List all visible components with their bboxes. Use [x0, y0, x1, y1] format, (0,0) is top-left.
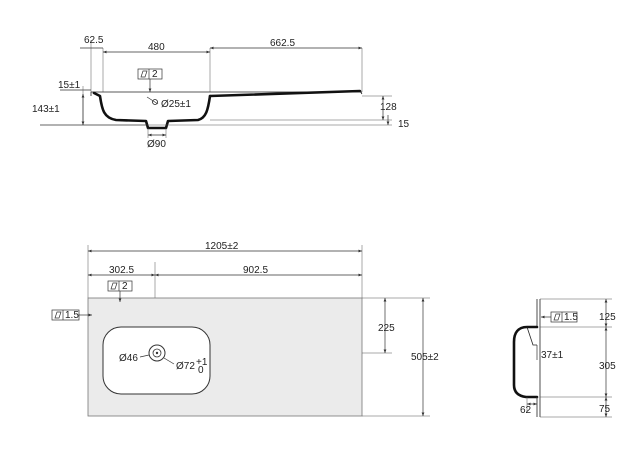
dim-bowl-offset: 302.5	[109, 265, 134, 276]
dim-bowl-width: 480	[148, 42, 165, 53]
svg-text:2: 2	[122, 281, 128, 292]
flatness-icon	[140, 70, 148, 78]
drain-leader	[146, 96, 159, 105]
side-bowl-inner	[526, 326, 537, 346]
plan-view: 1205±2 302.5 902.5 Ø46 Ø72 +1 0 2	[51, 241, 439, 417]
flatness-icon	[54, 311, 62, 319]
leader-72	[163, 357, 175, 365]
dim-side-middle: 305	[599, 361, 616, 372]
dim-drainboard: 662.5	[270, 38, 295, 49]
svg-text:1.5: 1.5	[65, 310, 79, 321]
flatness-icon	[110, 282, 118, 290]
dim-bowl-depth: 37±1	[541, 350, 564, 361]
dim-base-offset: 62	[520, 405, 532, 416]
dim-total-width: 1205±2	[205, 241, 239, 252]
dim-waste: Ø90	[147, 139, 166, 150]
flatness-tolerance-plan-left: 1.5	[51, 309, 92, 321]
side-bowl-profile	[512, 325, 539, 399]
leader-46	[139, 354, 150, 358]
dim-slab-thickness: 15	[398, 119, 410, 130]
waste-center-icon	[155, 351, 159, 355]
dim-side-top: 125	[599, 312, 616, 323]
dim-left-overhang: 62.5	[84, 35, 104, 46]
flatness-icon	[553, 313, 561, 321]
tol-upper: +1	[196, 357, 208, 368]
dim-side-bottom: 75	[599, 404, 611, 415]
dim-waste-inner: Ø46	[119, 353, 138, 364]
side-section-view: 125 305 75 37±1 1.5 62	[512, 298, 616, 418]
top-section-view: 62.5 480 662.5 15±1 143±1 2	[32, 35, 410, 150]
flatness-tolerance-side: 1.5	[541, 311, 578, 323]
svg-text:2: 2	[152, 69, 158, 80]
dim-right-height: 128	[380, 102, 397, 113]
svg-text:1.5: 1.5	[564, 312, 578, 323]
drain-hole-icon	[152, 99, 158, 105]
dim-depth-total: 505±2	[411, 352, 439, 363]
dim-rim-thickness: 15±1	[58, 80, 81, 91]
dim-waste-outer: Ø72	[176, 361, 195, 372]
tol-lower: 0	[198, 365, 204, 376]
dim-depth-partial: 225	[378, 323, 395, 334]
flatness-tolerance-plan-top: 2	[107, 280, 133, 302]
bowl-profile	[92, 91, 212, 130]
drainboard-end	[359, 90, 363, 95]
dim-total-height: 143±1	[32, 104, 60, 115]
dim-right-part: 902.5	[243, 265, 268, 276]
flatness-tolerance-top: 2	[137, 68, 163, 92]
dim-drain-hole: Ø25±1	[161, 99, 191, 110]
drainboard-surface	[208, 89, 362, 98]
